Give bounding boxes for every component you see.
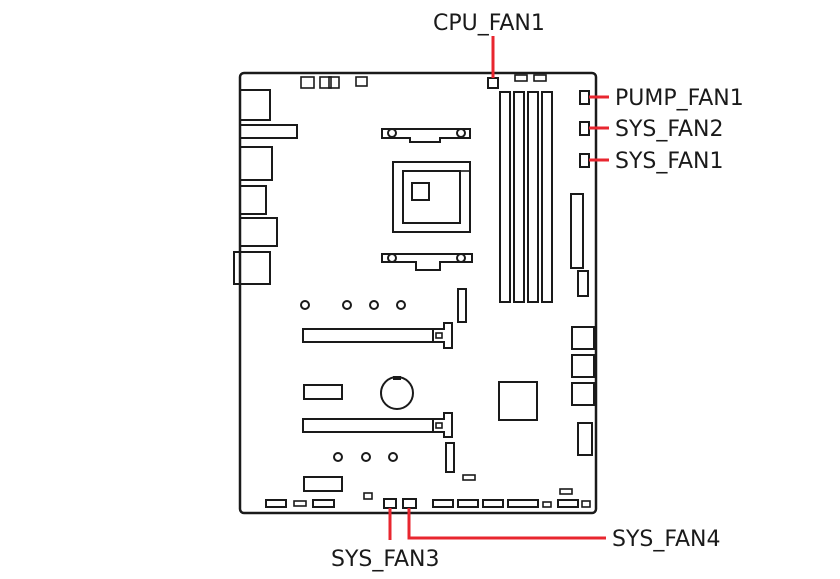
cpu-bracket-top xyxy=(381,128,471,143)
cpu-fan1-header xyxy=(487,77,499,89)
label-cpu-fan1: CPU_FAN1 xyxy=(433,11,545,36)
sys-fan2-header xyxy=(579,121,590,136)
label-sys-fan4: SYS_FAN4 xyxy=(612,527,721,552)
label-sys-fan1: SYS_FAN1 xyxy=(615,149,724,174)
pump-fan1-header xyxy=(579,90,590,105)
bottom-headers xyxy=(265,492,591,508)
label-pump-fan1: PUMP_FAN1 xyxy=(615,86,744,111)
small-component-2 xyxy=(559,488,573,495)
pcie-slot-2 xyxy=(302,412,453,438)
m2-slot-1 xyxy=(457,288,467,323)
screw-holes xyxy=(300,300,406,462)
pcie-slot-1 xyxy=(302,322,453,349)
small-component xyxy=(462,474,476,481)
rear-io-ports xyxy=(233,89,298,285)
right-side-connectors xyxy=(570,193,595,456)
chip-small-1 xyxy=(303,384,343,400)
cmos-battery xyxy=(380,376,414,410)
leader-sys-fan4 xyxy=(407,508,606,540)
dimm-slots xyxy=(499,91,553,303)
chipset xyxy=(498,381,538,421)
label-sys-fan3: SYS_FAN3 xyxy=(331,547,440,572)
chip-small-2 xyxy=(303,476,343,492)
leader-lines xyxy=(388,36,609,540)
motherboard-outline xyxy=(238,71,598,515)
top-headers xyxy=(300,74,547,89)
sys-fan1-header xyxy=(579,153,590,168)
m2-slot-2 xyxy=(445,442,455,473)
cpu-bracket-bottom xyxy=(381,253,473,271)
label-sys-fan2: SYS_FAN2 xyxy=(615,117,724,142)
cpu-socket xyxy=(392,161,471,233)
sys-fan3-header xyxy=(383,498,397,509)
sys-fan4-header xyxy=(402,498,417,509)
